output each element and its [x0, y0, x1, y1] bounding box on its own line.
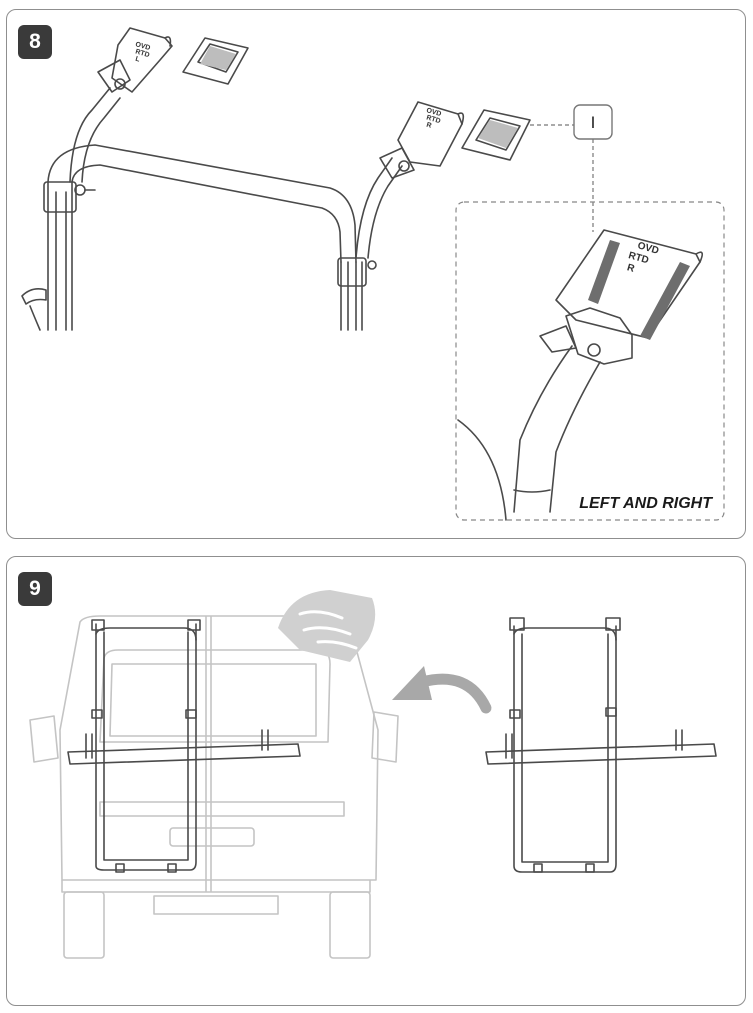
loose-pad-left	[182, 37, 249, 85]
step-8-panel	[6, 9, 746, 539]
svg-text:OVDRTDL: OVDRTDL	[131, 41, 153, 66]
callout-I: I	[530, 104, 613, 232]
detail-caption: LEFT AND RIGHT	[579, 495, 713, 512]
rack-standalone	[513, 625, 617, 873]
svg-text:I: I	[591, 113, 596, 132]
hands-icon	[278, 590, 376, 662]
step-9-panel	[6, 556, 746, 1006]
step-8-badge: 8	[18, 25, 52, 59]
detail-box	[455, 201, 725, 521]
step-8-illustration: OVDRTDL OVDRTDR I OVDRTDR LEFT AND RIGHT	[21, 27, 725, 521]
frame-crossbar	[47, 144, 357, 263]
svg-text:OVDRTDR: OVDRTDR	[422, 107, 444, 132]
loose-pad-right	[461, 109, 531, 161]
curved-arrow-icon	[392, 666, 492, 714]
svg-text:OVDRTDR: OVDRTDR	[624, 239, 660, 280]
pad-left	[111, 27, 173, 93]
rack-mounted	[95, 623, 197, 871]
step-9-badge: 9	[18, 572, 52, 606]
